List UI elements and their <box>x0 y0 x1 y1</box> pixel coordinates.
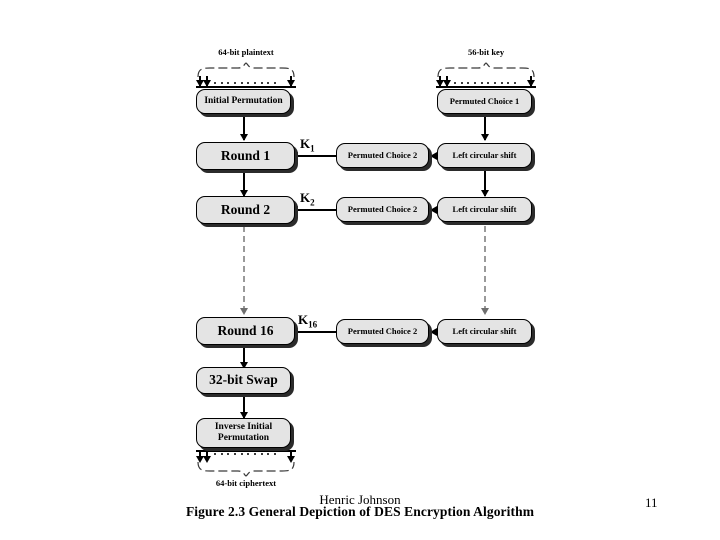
plaintext-in-arrow-2-icon <box>202 80 211 87</box>
subkey-label-k2: K2 <box>300 190 315 208</box>
key-bus-bar <box>436 86 536 89</box>
node-left-circular-shift-1[interactable]: Left circular shift <box>437 143 532 168</box>
plaintext-in-arrow-3-icon <box>286 80 295 87</box>
figure-caption: Figure 2.3 General Depiction of DES Encr… <box>185 504 535 519</box>
ciphertext-out-arrow-1-icon <box>195 456 204 463</box>
ciphertext-bus-bar <box>196 450 296 453</box>
connector-rounds-ellipsis-left-arrow-icon <box>239 308 248 315</box>
connector-pc1-to-lcs1 <box>484 114 486 140</box>
node-initial-permutation[interactable]: Initial Permutation <box>196 89 291 114</box>
ciphertext-bus-dots-icon <box>214 452 276 455</box>
ciphertext-out-line-3 <box>290 450 292 459</box>
connector-lcs2-to-pc2-arrow-icon <box>430 205 437 214</box>
key-in-arrow-1-icon <box>435 80 444 87</box>
subkey-k1-base: K <box>300 136 311 151</box>
subkey-k16-sub: 16 <box>308 319 318 330</box>
key-in-arrow-3-icon <box>526 80 535 87</box>
key-bus-dots-icon <box>454 81 516 84</box>
node-permuted-choice-1[interactable]: Permuted Choice 1 <box>437 89 532 114</box>
subkey-label-k1: K1 <box>300 136 315 154</box>
connector-lcs1-to-pc2-arrow-icon <box>430 151 437 160</box>
connector-round16-to-swap-arrow-icon <box>239 362 248 369</box>
connector-rounds-ellipsis-left <box>243 226 245 312</box>
plaintext-bus-bar <box>196 86 296 89</box>
output-label-64bit-ciphertext: 64-bit ciphertext <box>215 478 277 488</box>
connector-pc2-to-round1 <box>295 155 338 157</box>
ciphertext-brace-icon <box>197 461 295 477</box>
node-left-circular-shift-2[interactable]: Left circular shift <box>437 197 532 222</box>
page-number: 11 <box>645 495 658 510</box>
ciphertext-out-arrow-2-icon <box>202 456 211 463</box>
connector-shifts-ellipsis-right-arrow-icon <box>480 308 489 315</box>
node-round-1[interactable]: Round 1 <box>196 142 295 170</box>
author-name: Henric Johnson <box>319 492 401 507</box>
plaintext-brace-icon <box>197 62 295 78</box>
node-32bit-swap[interactable]: 32-bit Swap <box>196 367 291 394</box>
ciphertext-out-line-2 <box>206 450 208 459</box>
subkey-k1-sub: 1 <box>310 143 315 154</box>
node-permuted-choice-2-round16[interactable]: Permuted Choice 2 <box>336 319 429 344</box>
input-label-64bit-plaintext: 64-bit plaintext <box>218 47 274 57</box>
key-brace-icon <box>437 62 535 78</box>
plaintext-in-arrow-1-icon <box>195 80 204 87</box>
node-round-2[interactable]: Round 2 <box>196 196 295 224</box>
node-permuted-choice-2-round2[interactable]: Permuted Choice 2 <box>336 197 429 222</box>
connector-lcs1-to-lcs2-arrow-icon <box>480 190 489 197</box>
connector-ip-to-round1-arrow-icon <box>239 134 248 141</box>
connector-round16-to-swap <box>243 344 245 368</box>
connector-round1-to-round2-arrow-icon <box>239 190 248 197</box>
inverse-ip-line-2: Permutation <box>217 433 270 443</box>
key-label-56bit-key: 56-bit key <box>467 47 505 57</box>
inverse-ip-line-1: Inverse Initial <box>214 422 273 433</box>
ciphertext-out-arrow-3-icon <box>286 456 295 463</box>
node-left-circular-shift-16[interactable]: Left circular shift <box>437 319 532 344</box>
connector-swap-to-inverse-ip-arrow-icon <box>239 412 248 419</box>
node-round-16[interactable]: Round 16 <box>196 317 295 345</box>
node-permuted-choice-2-round1[interactable]: Permuted Choice 2 <box>336 143 429 168</box>
node-inverse-initial-permutation[interactable]: Inverse Initial Permutation <box>196 418 291 448</box>
connector-pc1-to-lcs1-arrow-icon <box>480 134 489 141</box>
subkey-k2-sub: 2 <box>310 197 315 208</box>
ciphertext-out-line-1 <box>199 450 201 459</box>
connector-lcs1-to-lcs2 <box>484 170 486 196</box>
connector-pc2-to-round16 <box>295 331 338 333</box>
connector-round1-to-round2 <box>243 170 245 196</box>
connector-pc2-to-round2 <box>295 209 338 211</box>
subkey-label-k16: K16 <box>298 312 317 330</box>
subkey-k2-base: K <box>300 190 311 205</box>
key-in-arrow-2-icon <box>442 80 451 87</box>
connector-lcs16-to-pc2-arrow-icon <box>430 327 437 336</box>
connector-swap-to-inverse-ip <box>243 394 245 418</box>
connector-shifts-ellipsis-right <box>484 226 486 312</box>
subkey-k16-base: K <box>298 312 309 327</box>
plaintext-bus-dots-icon <box>214 81 276 84</box>
connector-ip-to-round1 <box>243 114 245 140</box>
